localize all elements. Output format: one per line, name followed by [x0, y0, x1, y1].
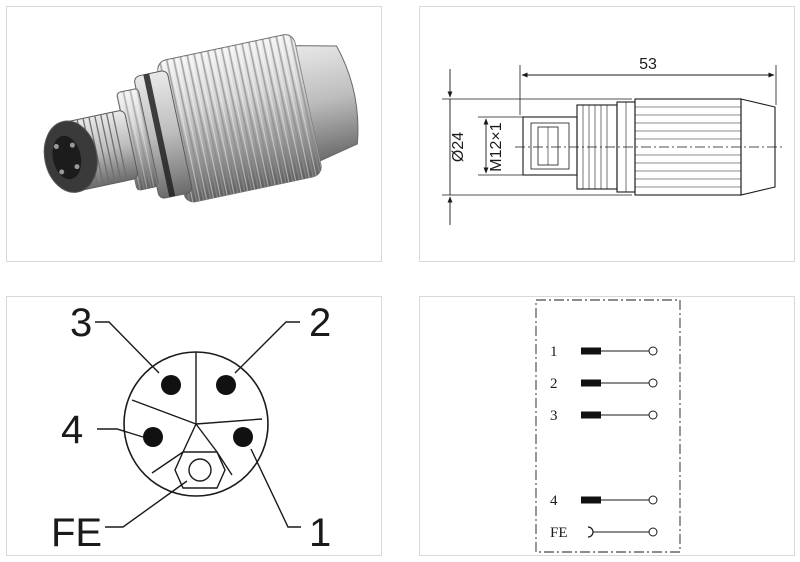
housing-boundary — [535, 299, 681, 553]
pin-label-3: 3 — [70, 301, 92, 345]
pin-1-dot — [233, 427, 253, 447]
pin-contact — [581, 347, 601, 355]
terminal-circle — [648, 410, 658, 420]
wire-row-2: 2 — [550, 376, 658, 392]
wire-row-fe: FE — [550, 525, 658, 541]
pin-label-1: 1 — [309, 511, 331, 555]
wire-row-1: 1 — [550, 344, 658, 360]
pin-label-2: 2 — [309, 301, 331, 345]
product-photo-panel — [6, 6, 382, 262]
connector-illustration — [43, 34, 359, 203]
wire-label: 2 — [550, 376, 558, 392]
terminal-circle — [648, 346, 658, 356]
wire-label: 4 — [550, 493, 558, 509]
wire-row-4: 4 — [550, 493, 658, 509]
diameter-label: Ø24 — [450, 132, 467, 162]
pinout-panel: 3 2 4 1 FE — [6, 296, 382, 556]
pin-contact — [581, 379, 601, 387]
pin-label-4: 4 — [61, 408, 83, 452]
pin-2-dot — [216, 375, 236, 395]
dimension-drawing: 53 Ø24 M12×1 — [442, 56, 785, 225]
length-label: 53 — [639, 56, 657, 73]
pin-4-dot — [143, 427, 163, 447]
wire-row-3: 3 — [550, 408, 658, 424]
ground-contact — [587, 526, 594, 538]
thread-label: M12×1 — [488, 122, 505, 171]
terminal-circle — [648, 495, 658, 505]
pin-contact — [581, 411, 601, 419]
pin-contact — [581, 496, 601, 504]
wiring-diagram: 1 2 3 4FE — [535, 299, 681, 553]
wire-label: FE — [550, 525, 568, 541]
wire-label: 3 — [550, 408, 558, 424]
cable-end — [289, 45, 359, 164]
ground-label: FE — [51, 511, 102, 555]
fe-contact — [188, 458, 212, 482]
dimension-drawing-panel: 53 Ø24 M12×1 — [419, 6, 795, 262]
terminal-circle — [648, 527, 658, 537]
pin-3-dot — [161, 375, 181, 395]
pinout-diagram: 3 2 4 1 FE — [51, 301, 331, 555]
wire-label: 1 — [550, 344, 558, 360]
terminal-circle — [648, 378, 658, 388]
